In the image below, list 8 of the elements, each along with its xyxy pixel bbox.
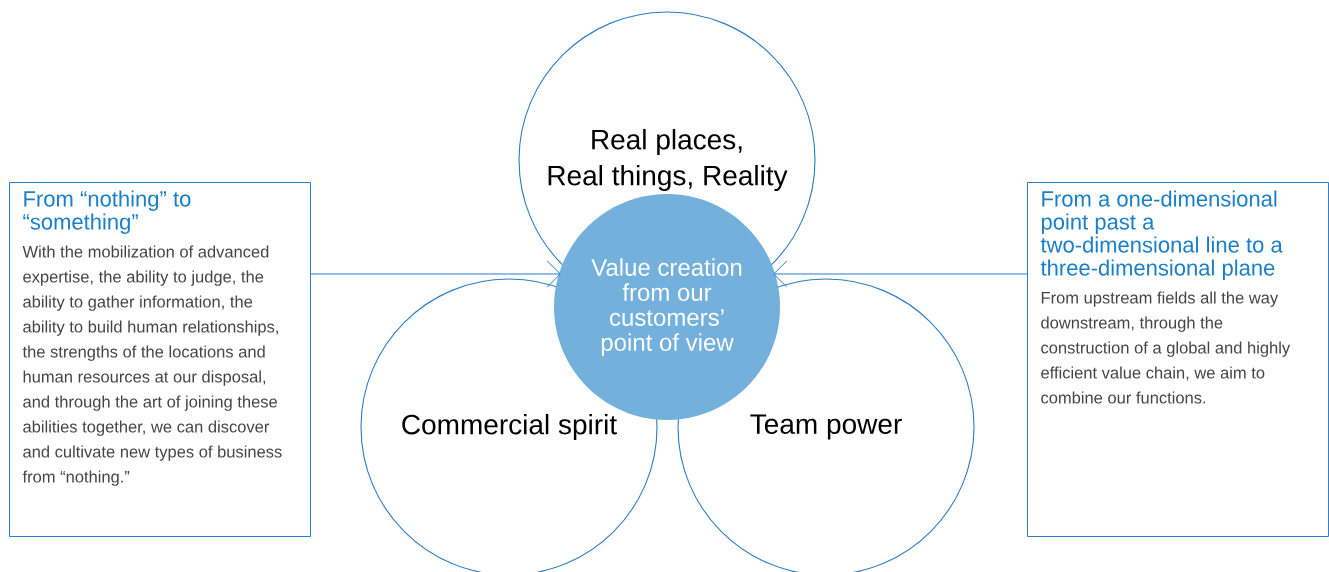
body-text: From upstream fields all the way downstream, through the construction of a global and highly efficient value chain, we aim to combine our functions. bbox=[1041, 291, 1291, 404]
arrow bbox=[310, 260, 561, 288]
text-box bbox=[9, 182, 311, 537]
arrow bbox=[773, 260, 1028, 288]
heading: From “nothing” to “something” bbox=[23, 190, 191, 234]
heading: From a one-dimensional point past a two-dimensional line to a three-dimensional plane bbox=[1040, 190, 1283, 280]
text-box bbox=[1027, 182, 1329, 537]
body-text: With the mobilization of advanced expertise, the ability to judge, the ability to gather information, the ability to build human relationships, the strengths of the locations and human resources at our disposal, and through the art of joining these abilities together, we can discover and cultivate new types of business from “nothing.” bbox=[22, 245, 282, 486]
